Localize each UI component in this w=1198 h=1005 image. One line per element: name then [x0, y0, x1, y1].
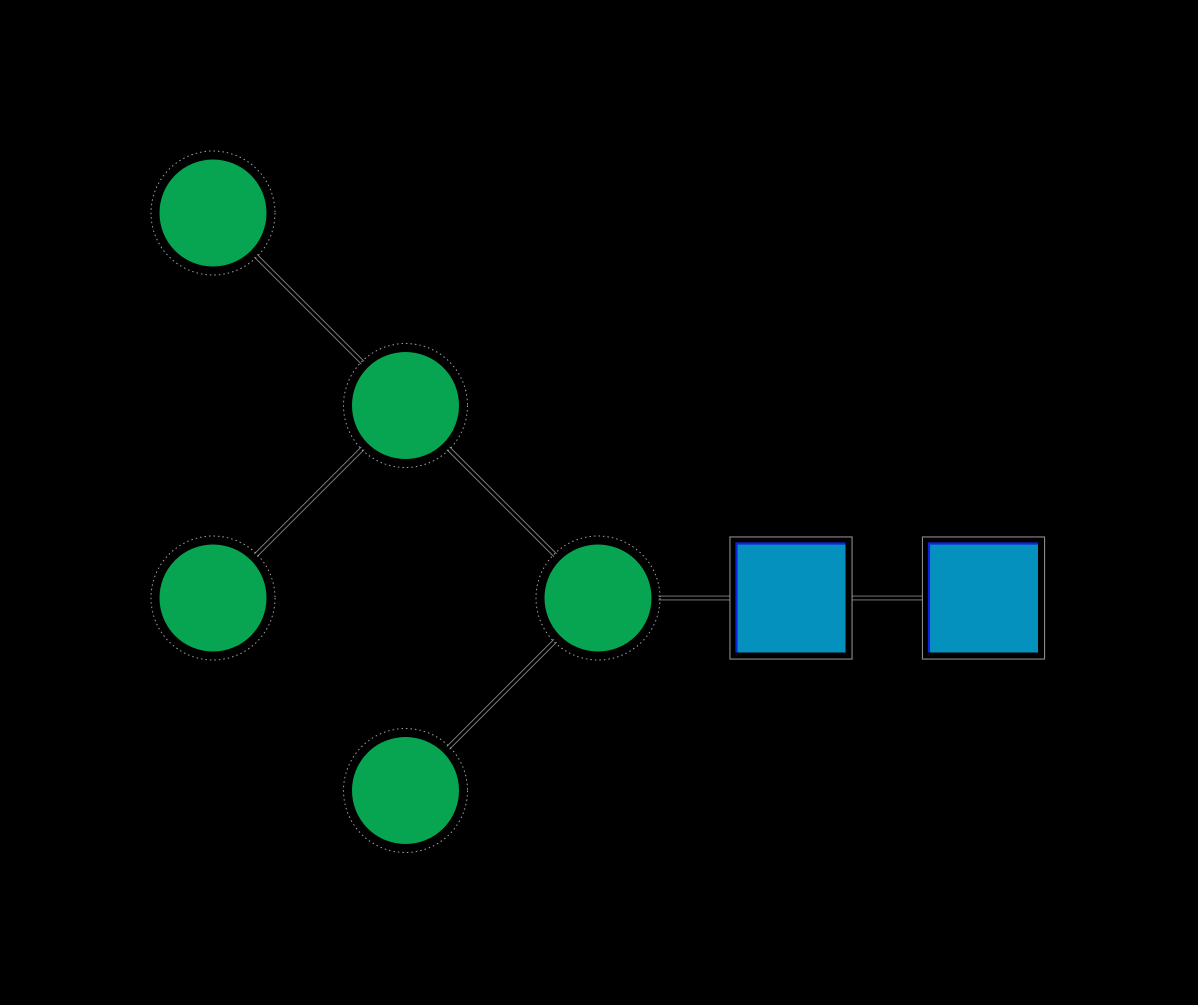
mannose-node [150, 535, 276, 661]
glcnac-node [921, 536, 1046, 660]
mannose-node [150, 150, 276, 276]
mannose-node [343, 343, 468, 468]
glcnac-node [729, 536, 853, 660]
mannose-node [343, 728, 468, 853]
mannose-node [535, 535, 661, 661]
